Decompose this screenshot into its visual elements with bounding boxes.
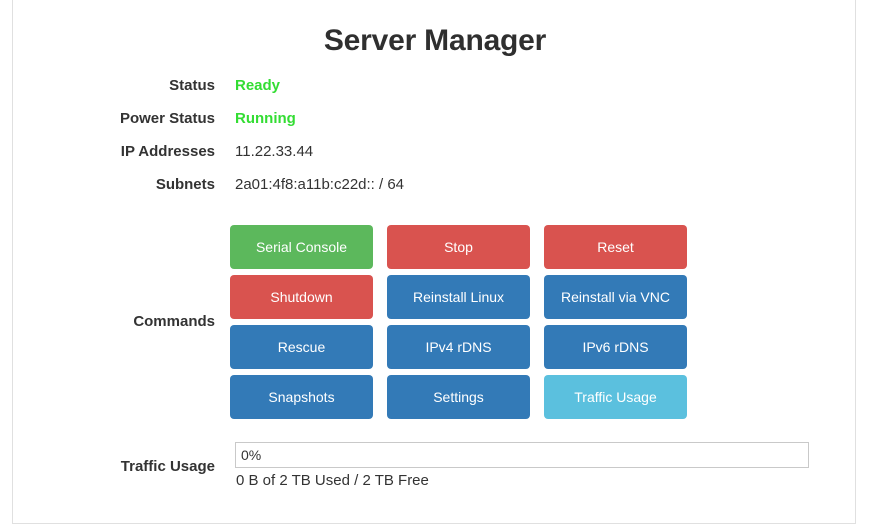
command-button-rescue[interactable]: Rescue bbox=[230, 325, 373, 369]
info-row-value: 2a01:4f8:a11b:c22d:: / 64 bbox=[235, 176, 405, 193]
command-button-ipv4-rdns[interactable]: IPv4 rDNS bbox=[387, 325, 530, 369]
traffic-usage-section: Traffic Usage 0% 0 B of 2 TB Used / 2 TB… bbox=[13, 440, 857, 500]
command-button-reinstall-linux[interactable]: Reinstall Linux bbox=[387, 275, 530, 319]
info-row-label: IP Addresses bbox=[120, 143, 215, 160]
command-button-shutdown[interactable]: Shutdown bbox=[230, 275, 373, 319]
info-row-label: Subnets bbox=[155, 176, 215, 193]
info-row-label: Status bbox=[169, 77, 215, 94]
info-row: Status Ready bbox=[13, 75, 857, 108]
info-row: Subnets 2a01:4f8:a11b:c22d:: / 64 bbox=[13, 174, 857, 207]
command-button-settings[interactable]: Settings bbox=[387, 375, 530, 419]
info-row-value: 11.22.33.44 bbox=[235, 143, 314, 160]
command-button-serial-console[interactable]: Serial Console bbox=[230, 225, 373, 269]
traffic-usage-detail-text: 0 B of 2 TB Used / 2 TB Free bbox=[236, 472, 429, 489]
info-row-value: Running bbox=[235, 110, 296, 127]
traffic-usage-percent-text: 0% bbox=[241, 447, 262, 463]
info-row: IP Addresses 11.22.33.44 bbox=[13, 141, 857, 174]
info-row-label: Power Status bbox=[119, 110, 215, 127]
traffic-usage-label: Traffic Usage bbox=[120, 458, 215, 475]
command-button-reinstall-via-vnc[interactable]: Reinstall via VNC bbox=[544, 275, 687, 319]
traffic-usage-progress-bar: 0% bbox=[235, 442, 809, 468]
command-button-traffic-usage[interactable]: Traffic Usage bbox=[544, 375, 687, 419]
command-button-snapshots[interactable]: Snapshots bbox=[230, 375, 373, 419]
command-button-stop[interactable]: Stop bbox=[387, 225, 530, 269]
info-row: Power Status Running bbox=[13, 108, 857, 141]
command-button-reset[interactable]: Reset bbox=[544, 225, 687, 269]
info-row-value: Ready bbox=[235, 77, 281, 94]
command-button-ipv6-rdns[interactable]: IPv6 rDNS bbox=[544, 325, 687, 369]
commands-label: Commands bbox=[133, 313, 215, 330]
page-title: Server Manager bbox=[323, 24, 547, 57]
